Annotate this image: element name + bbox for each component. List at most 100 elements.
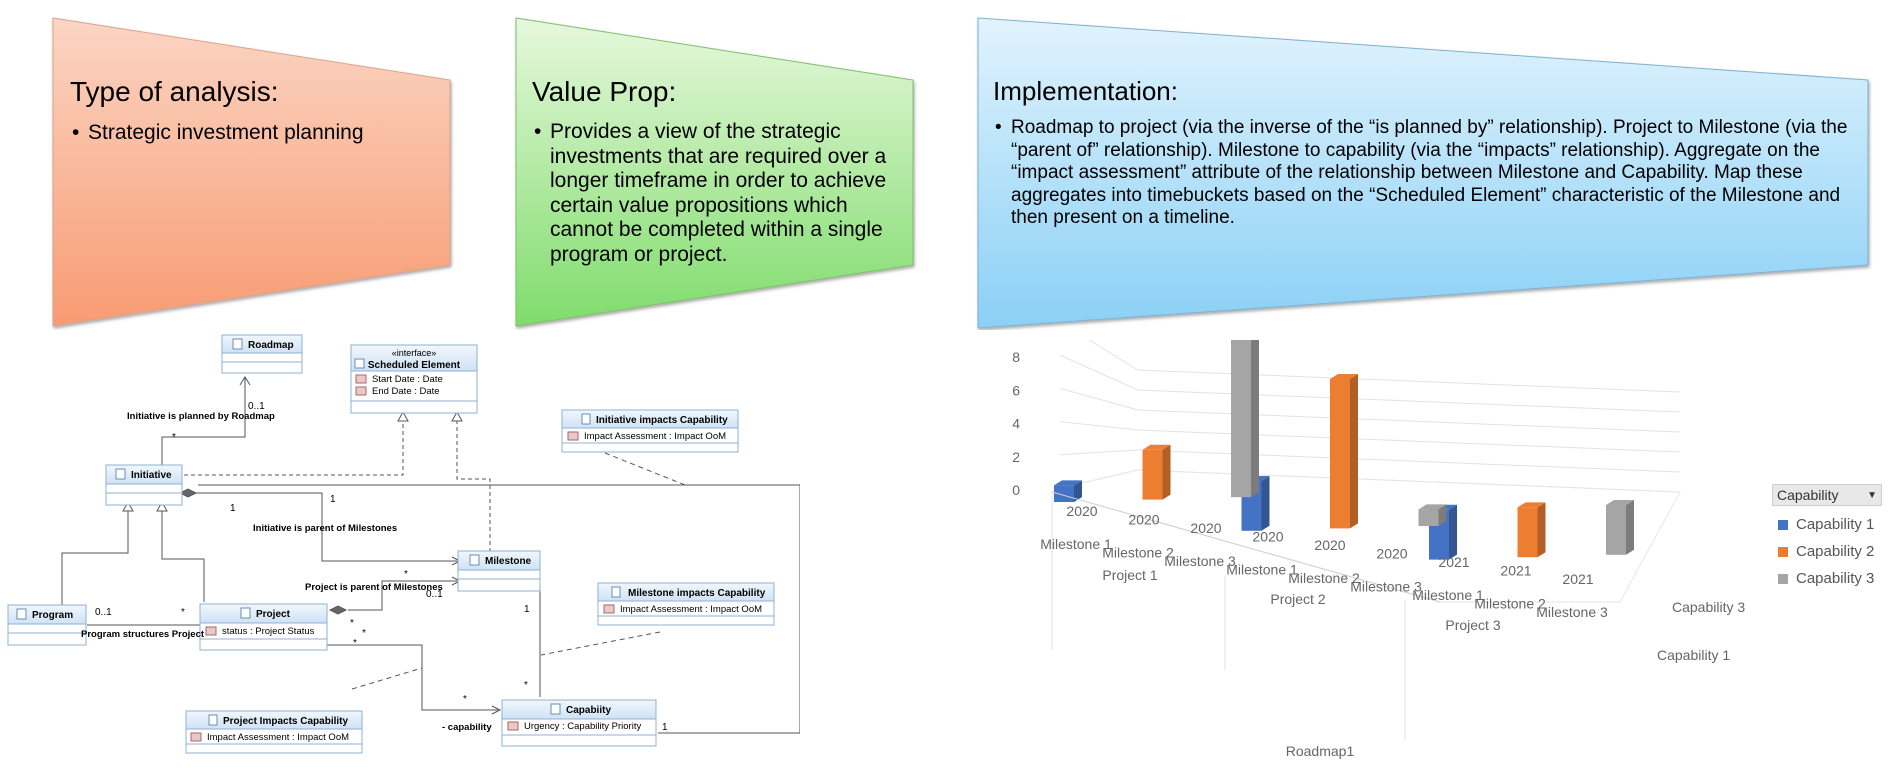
- interface-icon: [354, 358, 365, 369]
- x-tick-year: 2021: [1500, 563, 1531, 579]
- realization-triangle-1: [397, 410, 409, 422]
- project-attr: status : Project Status: [222, 626, 315, 637]
- connector-planned-by: [161, 377, 246, 465]
- analysis-text: Type of analysis: Strategic investment p…: [70, 76, 440, 145]
- y-tick-label: 2: [1012, 449, 1020, 465]
- composition-diamond-2: [328, 605, 348, 615]
- mult: 1: [662, 722, 668, 733]
- x-tick-year: 2020: [1314, 537, 1345, 553]
- assoc-initiative-cap: [604, 452, 686, 486]
- bar-side: [1261, 476, 1270, 531]
- mult: 0..1: [95, 607, 112, 618]
- uml-diagram: Roadmap «interface» Scheduled Element St…: [7, 334, 800, 754]
- gridline-side: [1059, 354, 1139, 391]
- assoc-class-icon: [208, 714, 218, 726]
- legend-title: Capability: [1777, 487, 1839, 503]
- connector-project-capability: [327, 644, 498, 711]
- attribute-icon: [190, 732, 202, 742]
- bar-front: [1231, 340, 1251, 498]
- analysis-bullet: Strategic investment planning: [70, 120, 440, 145]
- analysis-panel: [52, 17, 451, 327]
- x-axis-line: [1051, 491, 1441, 603]
- x-tick-roadmap: Roadmap1: [1286, 743, 1355, 759]
- roadmap-name: Roadmap: [248, 340, 294, 351]
- class-icon: [16, 608, 27, 620]
- generalization-project: [161, 510, 205, 602]
- x-tick-milestone: Milestone 1: [1412, 587, 1484, 603]
- uml-class-milestone-impacts-capability: Milestone impacts Capability Impact Asse…: [597, 582, 775, 626]
- depth-label: Capability 1: [1657, 647, 1730, 663]
- capability-attr: Urgency : Capability Priority: [524, 721, 641, 732]
- analysis-bullets: Strategic investment planning: [70, 120, 440, 145]
- bar-capability-2: [1330, 374, 1358, 529]
- uml-class-roadmap: Roadmap: [221, 334, 303, 374]
- uml-class-scheduled-element: «interface» Scheduled Element Start Date…: [350, 344, 478, 414]
- scheduled-attr-2: End Date : Date: [372, 386, 440, 397]
- connector-init-capability: [198, 484, 800, 734]
- class-icon: [232, 338, 243, 350]
- bar-capability-3: [1418, 504, 1447, 526]
- bar-top: [1606, 500, 1634, 505]
- x-tick-milestone: Milestone 3: [1164, 553, 1236, 569]
- generalization-program: [61, 510, 129, 605]
- mult: *: [362, 628, 366, 639]
- program-name: Program: [32, 610, 73, 621]
- assoc-milestone-cap: [540, 631, 661, 656]
- legend-label: Capability 3: [1796, 570, 1875, 587]
- bar-front: [1517, 507, 1538, 558]
- x-tick-milestone: Milestone 2: [1474, 596, 1546, 612]
- bar-side: [1626, 500, 1634, 555]
- x-tick-year: 2021: [1438, 554, 1469, 570]
- attribute-icon: [507, 721, 519, 731]
- bar-side: [1350, 374, 1358, 529]
- gridline: [1137, 389, 1681, 413]
- mult: *: [181, 607, 185, 618]
- connector-proj-parent: [348, 580, 458, 611]
- legend-swatch: [1778, 573, 1788, 584]
- bar-side: [1251, 340, 1259, 498]
- bar-side: [1162, 444, 1171, 500]
- x-tick-year: 2020: [1376, 546, 1407, 562]
- x-tick-milestone: Milestone 3: [1350, 579, 1422, 595]
- implementation-text: Implementation: Roadmap to project (via …: [993, 76, 1857, 230]
- bar-top: [1418, 504, 1447, 510]
- uml-class-program: Program: [7, 604, 87, 646]
- mult: 1: [330, 494, 336, 505]
- x-tick-project: Project 3: [1445, 617, 1500, 633]
- arrowhead-roadmap: [239, 376, 251, 386]
- legend-filter-button[interactable]: Capability ▼: [1772, 484, 1882, 506]
- arrowhead-capability-1: [491, 705, 502, 715]
- value-prop-bullet: Provides a view of the strategic investm…: [532, 120, 902, 268]
- project-cap-name: Project Impacts Capability: [223, 716, 348, 727]
- uml-class-capability: Capabiity Urgency : Capability Priority: [501, 699, 657, 747]
- attribute-icon: [355, 374, 367, 384]
- realization-initiative: [184, 420, 404, 476]
- initiative-name: Initiative: [131, 470, 172, 481]
- bar-capability-3: [1606, 500, 1634, 555]
- attribute-icon: [355, 386, 367, 396]
- x-tick-year: 2020: [1190, 520, 1221, 536]
- mult: 1: [230, 503, 236, 514]
- bar-front: [1606, 505, 1626, 555]
- uml-class-project: Project status : Project Status: [199, 603, 328, 651]
- bar-side: [1449, 504, 1457, 560]
- realization-milestone: [456, 420, 491, 552]
- assoc-class-icon: [611, 586, 621, 598]
- x-tick-milestone: Milestone 3: [1536, 604, 1608, 620]
- gridline: [1137, 429, 1681, 453]
- mult: *: [172, 432, 176, 443]
- gridline-side: [1059, 387, 1139, 411]
- legend-swatch: [1778, 546, 1788, 557]
- legend-label: Capability 2: [1796, 543, 1875, 560]
- implementation-bullet: Roadmap to project (via the inverse of t…: [993, 117, 1857, 230]
- dropdown-arrow-icon: ▼: [1867, 489, 1877, 501]
- bar-side: [1074, 480, 1082, 502]
- uml-class-project-impacts-capability: Project Impacts Capability Impact Assess…: [185, 710, 363, 754]
- bar-front: [1142, 449, 1163, 500]
- bar-top: [1054, 480, 1082, 486]
- chart-y-axis: 0246810: [1012, 349, 1020, 498]
- bar-front: [1330, 379, 1350, 529]
